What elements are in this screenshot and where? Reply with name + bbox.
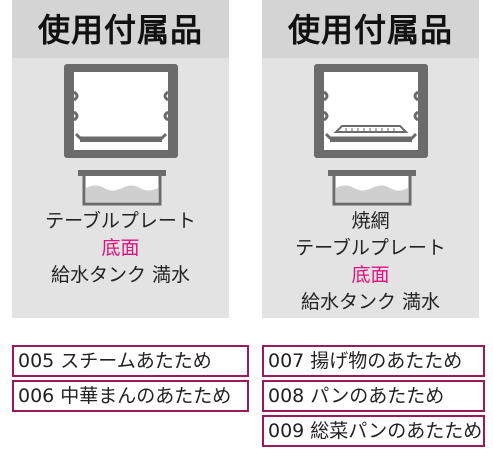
program-007-button[interactable]: 007 揚げ物のあたため (262, 345, 485, 377)
accessory-table-plate: テーブルプレート (295, 237, 446, 259)
program-006-button[interactable]: 006 中華まんのあたため (12, 380, 249, 412)
accessory-table-plate: テーブルプレート (45, 210, 196, 232)
program-008-button[interactable]: 008 パンのあたため (262, 380, 485, 412)
water-tank-icon (78, 170, 166, 206)
water-tank-icon (328, 170, 416, 206)
oven-with-table-plate-icon (64, 64, 178, 158)
program-005-button[interactable]: 005 スチームあたため (12, 345, 249, 377)
accessory-water-tank: 給水タンク 満水 (300, 291, 441, 313)
accessory-water-tank: 給水タンク 満水 (50, 264, 191, 286)
panel-title: 使用付属品 (12, 0, 229, 58)
program-009-button[interactable]: 009 総菜パンのあたため (262, 415, 485, 447)
accessory-bottom: 底面 (101, 237, 140, 259)
accessory-panel-right: 使用付属品 焼網 テーブルプレート 底面 給水タンク 満水 (262, 0, 479, 318)
accessory-bottom: 底面 (351, 264, 390, 286)
panel-title: 使用付属品 (262, 0, 479, 58)
accessory-grill-rack: 焼網 (351, 210, 390, 232)
oven-with-grill-rack-icon (314, 64, 428, 158)
accessory-panel-left: 使用付属品 テーブルプレート 底面 給水タンク 満水 (12, 0, 229, 318)
